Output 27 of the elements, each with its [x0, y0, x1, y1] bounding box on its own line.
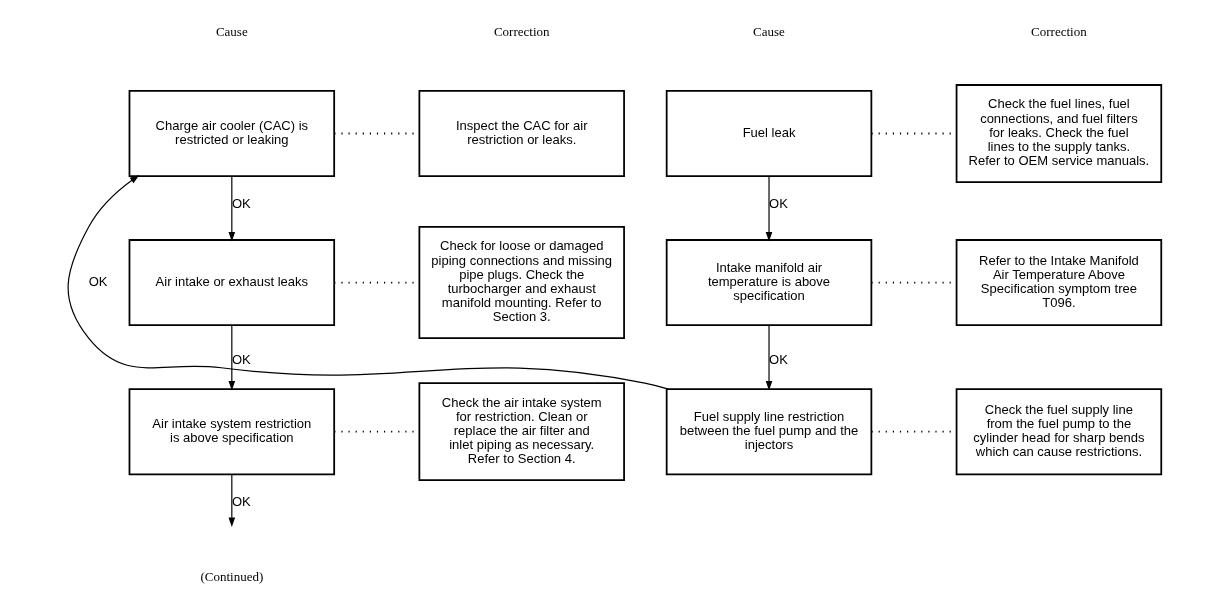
arrow	[67, 175, 669, 390]
node-box: Fuel leak	[665, 90, 872, 177]
arrow	[765, 324, 772, 391]
arrow	[228, 175, 235, 242]
node-box: Intake manifold air temperature is above specification	[665, 239, 872, 327]
arrow	[228, 474, 235, 527]
label: (Continued)	[199, 569, 263, 585]
node-box: Air intake or exhaust leaks	[128, 239, 335, 327]
edge-label: OK	[231, 352, 251, 367]
edge-label: OK	[88, 273, 108, 289]
label: Cause	[215, 24, 248, 40]
arrow	[228, 324, 235, 391]
arrow	[765, 175, 772, 242]
label: Correction	[1030, 24, 1087, 40]
label: Correction	[493, 24, 550, 40]
edge-label: OK	[231, 493, 251, 509]
node-box: Charge air cooler (CAC) is restricted or leaking	[128, 90, 335, 177]
node-box: Inspect the CAC for air restriction or leaks.	[418, 90, 625, 177]
label: Cause	[752, 24, 785, 40]
node-box: Check the fuel lines, fuel connections, and fuel filters for leaks. Check the fuel lines to the supply tanks. Refer to OEM service manuals.	[955, 84, 1162, 183]
node-box: Check the fuel supply line from the fuel pump to the cylinder head for sharp bends which can cause restrictions.	[955, 388, 1162, 476]
node-box: Air intake system restriction is above specification	[128, 388, 335, 476]
node-box: Refer to the Intake Manifold Air Temperature Above Specification symptom tree T096.	[955, 239, 1162, 327]
node-box: Check the air intake system for restriction. Clean or replace the air filter and inlet piping as necessary. Refer to Section 4.	[418, 382, 625, 482]
node-box: Fuel supply line restriction between the fuel pump and the injectors	[665, 388, 872, 476]
edge-label: OK	[231, 195, 251, 211]
node-box: Check for loose or damaged piping connections and missing pipe plugs. Check the turbocharger and exhaust manifold mounting. Refer to Section 3.	[418, 226, 625, 340]
